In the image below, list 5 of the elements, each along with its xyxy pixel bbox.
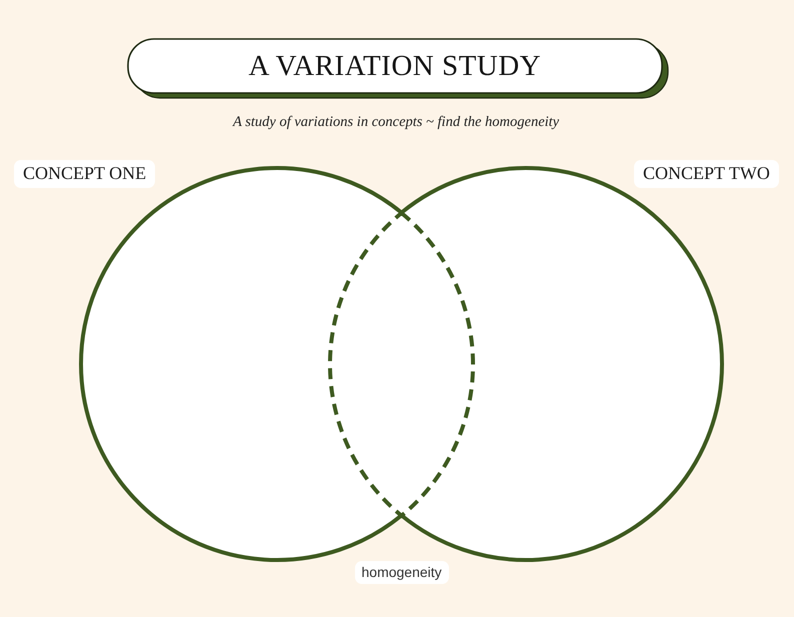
subtitle: A study of variations in concepts ~ find the homogeneity <box>233 114 560 132</box>
overlap-label: homogeneity <box>354 560 449 584</box>
circle-label: CONCEPT TWO <box>634 160 779 188</box>
title: A VARIATION STUDY <box>248 50 542 83</box>
circle-label: CONCEPT ONE <box>14 160 156 188</box>
